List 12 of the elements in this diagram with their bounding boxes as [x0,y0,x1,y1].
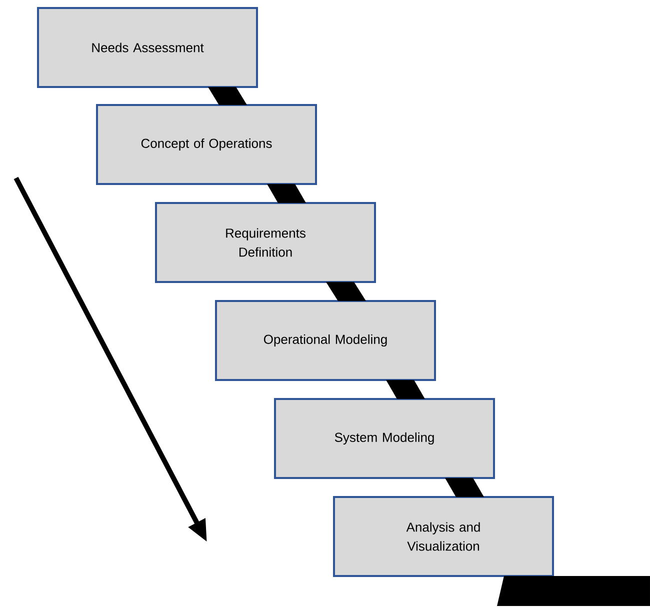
connector-band [445,478,484,497]
connector-band [497,576,650,606]
process-box: Operational Modeling [215,300,436,381]
connector-band [326,282,366,301]
connector-band [208,87,247,105]
connector-band [386,380,425,399]
connector-band [267,184,306,203]
process-box: Concept of Operations [96,104,317,185]
process-box: System Modeling [274,398,495,479]
process-box: Needs Assessment [37,7,258,88]
process-box: Analysis and Visualization [333,496,554,577]
process-box: Requirements Definition [155,202,376,283]
